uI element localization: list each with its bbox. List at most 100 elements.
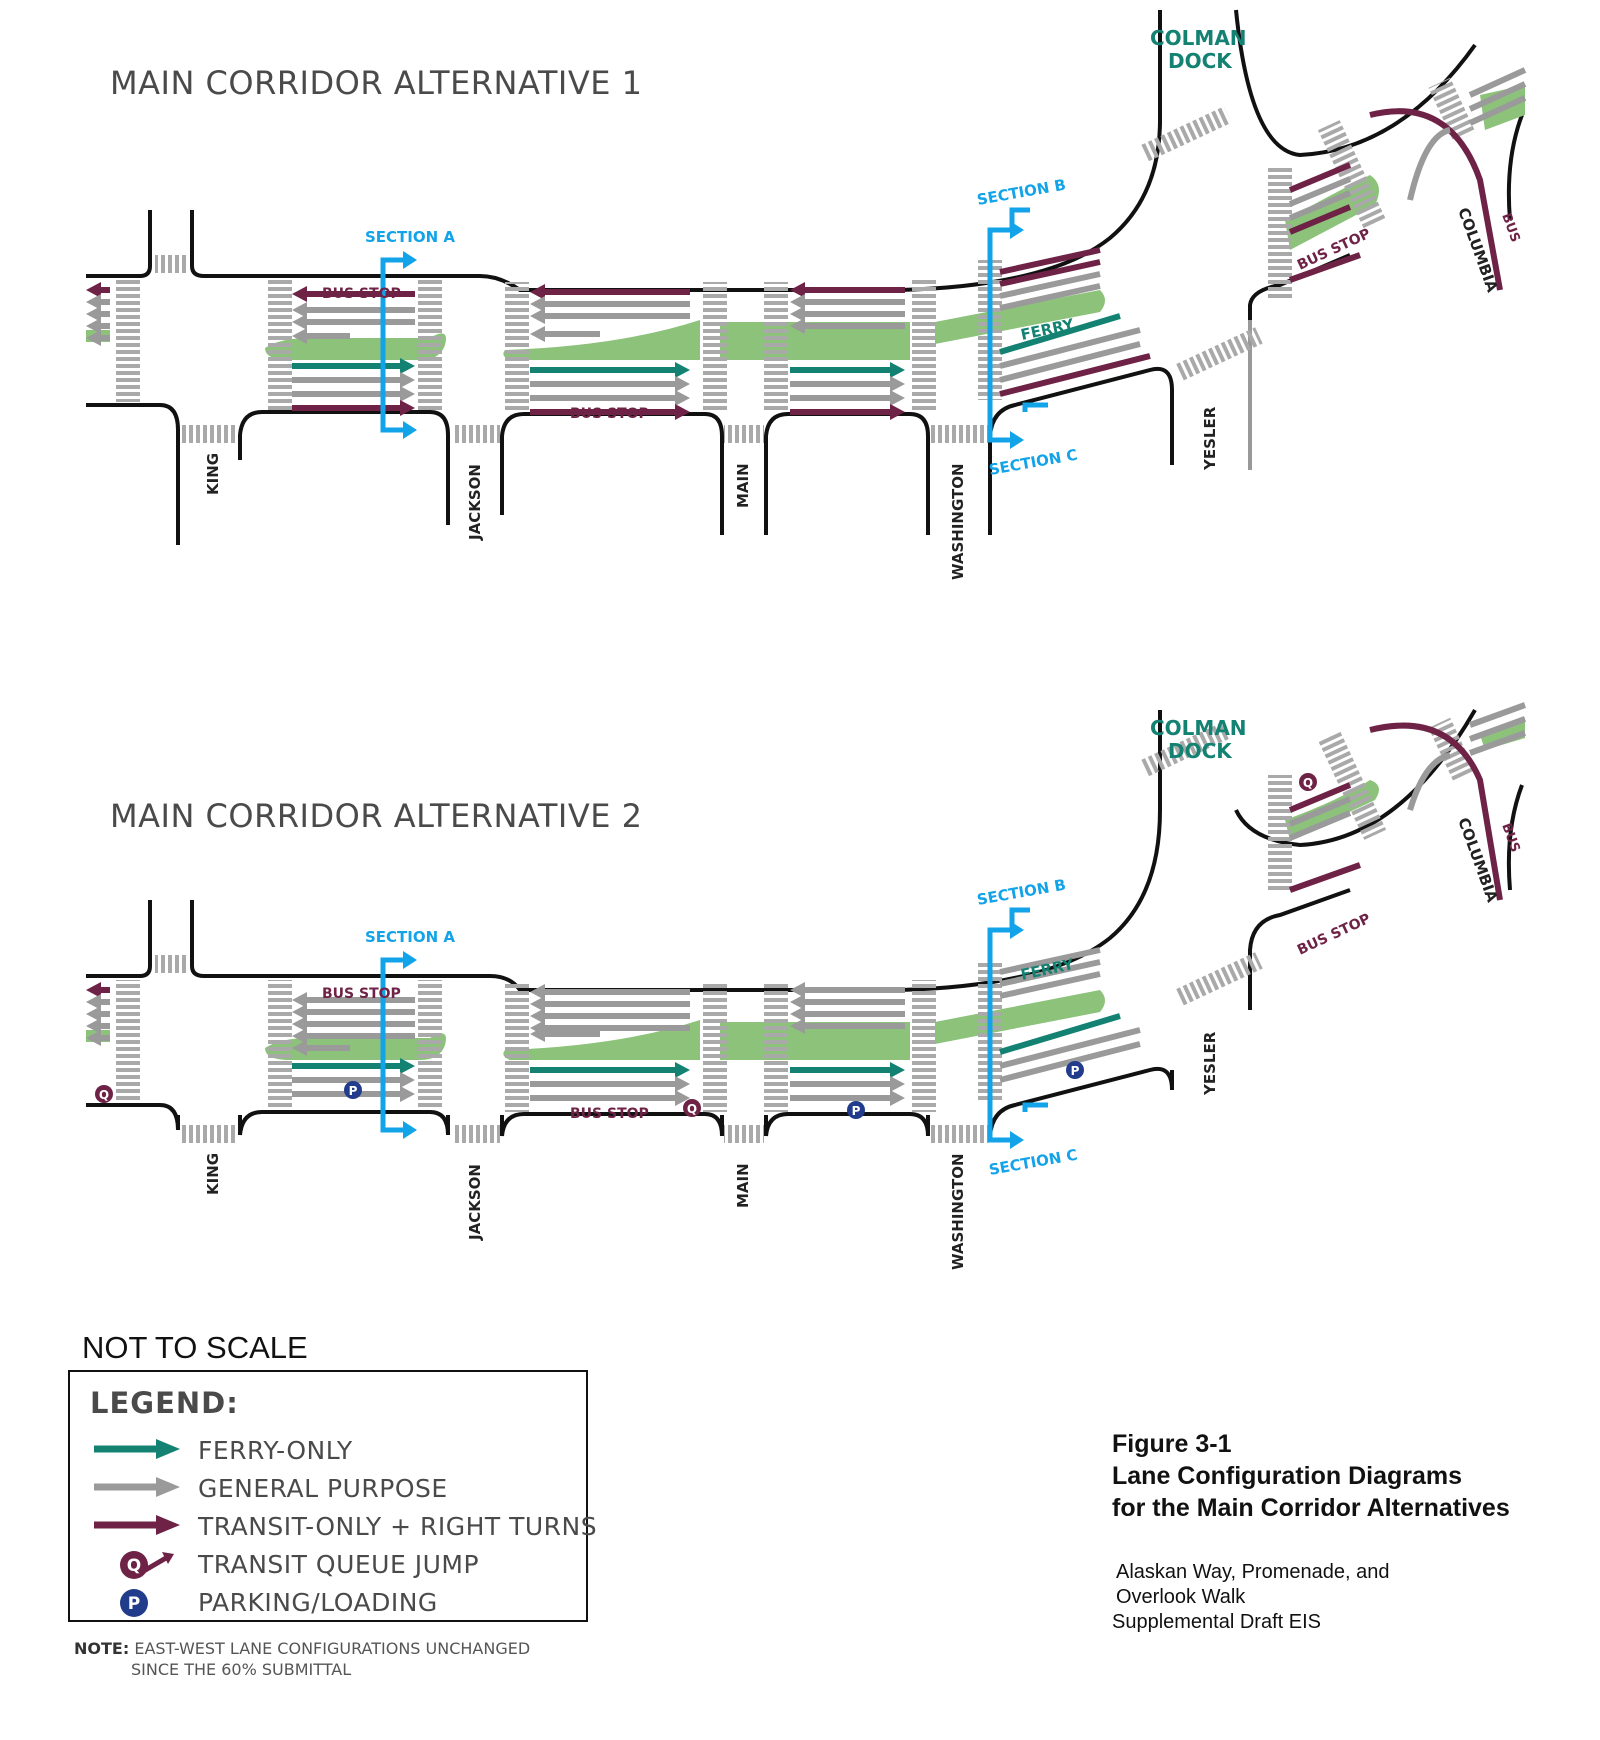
section-a-marker-bottom-arrow [403,1121,417,1139]
lane-arrow-block3-gp-head [890,376,905,392]
bus-stop-label-3: BUS STOP [1295,911,1373,959]
crosswalk-yesler-west [1268,775,1292,890]
crosswalk-columbia [1317,120,1387,230]
curb-south-washington-yesler [988,1067,1174,1137]
curb-south-block-2 [500,412,724,535]
section-a-label: SECTION A [365,928,455,946]
note-line-1: EAST-WEST LANE CONFIGURATIONS UNCHANGED [134,1639,531,1658]
street-label-king: KING [204,1153,222,1195]
lane-arrow-block2-gp-head [675,1090,690,1106]
street-label-main: MAIN [734,463,752,508]
lane-angled-westbound [999,259,1101,287]
lane-arrow-king-west-head [86,994,101,1010]
section-a-marker-top-arrow [403,951,417,969]
colman-dock-label-line-1: COLMAN [1150,26,1247,50]
lane-arrow-block2-westbound-head [530,1008,545,1024]
lane-arrow-left-turn-head [292,1040,307,1056]
note: NOTE: EAST-WEST LANE CONFIGURATIONS UNCH… [74,1638,530,1680]
bus-stop-label-1: BUS STOP [322,986,401,1002]
crosswalk-jackson-west [268,280,292,410]
lane-arrow-block3-gp-head [890,390,905,406]
lane-arrow-block3-westbound-head [790,994,805,1010]
lane-angled-westbound [999,959,1101,987]
lane-columbia-east [1468,81,1527,112]
lane-arrow-block2-gp-head [675,376,690,392]
lane-angled-westbound [999,283,1101,311]
lane-arrow-king-west-head [86,306,101,322]
lane-arrow-block2-left-turn-head [530,1026,545,1042]
bus-stop-label-2: BUS STOP [570,406,649,422]
crosswalk-columbia-east [1428,717,1476,783]
lane-arrow-block2-westbound-head [530,308,545,324]
crosswalk-yesler [1175,327,1263,381]
legend-title: LEGEND: [90,1386,239,1420]
curb-south-block-3 [764,412,930,535]
lane-columbia-east [1468,716,1527,742]
lane-arrow-king-west-head [86,282,101,298]
curb-north-king-west [86,210,152,278]
section-a-marker-bottom-arrow [403,421,417,439]
lane-arrow-block3-westbound-head [790,294,805,310]
lane-columbia-gp-turn [1407,752,1451,811]
lane-arrow-gp-eastbound-head [400,1072,415,1088]
section-b-c-marker [987,927,1012,1143]
diagram-2-title: MAIN CORRIDOR ALTERNATIVE 2 [110,797,643,835]
section-a-marker-top-arrow [403,251,417,269]
parking-icon: P [120,1589,148,1617]
lane-arrow-king-west-head [86,1030,101,1046]
section-a-marker [380,957,405,1133]
street-label-yesler: YESLER [1201,1031,1219,1096]
crosswalk-main-west [505,282,529,412]
lane-arrow-block3-westbound-head [790,1006,805,1022]
crosswalk-main-west [505,982,529,1112]
note-line-2: SINCE THE 60% SUBMITTAL [131,1660,352,1679]
lane-arrow-gp-westbound-head [292,1016,307,1032]
lane-arrow-block2-left-turn-head [530,326,545,342]
subtitle-line-1: Alaskan Way, Promenade, and [1116,1561,1390,1583]
crosswalk-columbia [1317,730,1387,840]
lane-arrow-block2-transit-head [675,404,690,420]
parking-icon [847,1101,865,1119]
curb-yesler-columbia [1248,888,1351,1010]
crosswalk-main-south [724,425,764,443]
queue-jump-glyph: Q [127,1556,141,1576]
lane-arrow-block3-ferry-head [890,362,905,378]
lane-arrow-transit-westbound-head [292,286,307,302]
queue-jump-glyph: Q [687,1102,697,1116]
legend-label: FERRY-ONLY [198,1436,353,1465]
crosswalk-jackson-west [268,980,292,1110]
crosswalk-king-north [155,255,188,273]
crosswalk-main-south [724,1125,764,1143]
bus-stop-label-1: BUS STOP [322,286,401,302]
section-b-arrow [1009,207,1030,230]
lane-arrow-transit-eastbound-head [400,400,415,416]
lane-arrow-block3-westbound-head [790,982,805,998]
crosswalk-washington-south [930,1125,988,1143]
queue-jump-icon: Q [120,1551,174,1579]
queue-jump-icon [683,1099,701,1117]
lane-angled-gp [999,1027,1141,1069]
subtitle-line-2: Overlook Walk [1116,1586,1246,1608]
lane-arrow-king-west-head [86,1018,101,1034]
crosswalk-colman-dock [1140,106,1232,162]
lane-angled-gp [999,341,1141,383]
crosswalk-colman-dock [1140,721,1232,777]
curb-north-main [190,10,1162,292]
lane-arrow-gp-westbound-head [292,1028,307,1044]
lane-angled-westbound [999,971,1101,999]
lane-yesler-columbia [1288,810,1352,841]
crosswalk-main-east [764,282,788,412]
figure-title-line-1: Lane Configuration Diagrams [1112,1462,1463,1490]
maroon-arrow-icon [94,1515,180,1535]
lane-arrow-block2-westbound-head [530,996,545,1012]
colman-dock-label-line-2: DOCK [1168,739,1233,763]
crosswalk-washington-west [912,980,936,1112]
crosswalk-washington-south [930,425,988,443]
queue-jump-icon [95,1085,113,1103]
lane-arrow-block3-westbound-head [790,306,805,322]
crosswalk-yesler-west [1268,165,1292,300]
legend-item-transit-only: TRANSIT-ONLY + RIGHT TURNS [88,1510,597,1544]
lane-arrow-gp-westbound-head [292,314,307,330]
